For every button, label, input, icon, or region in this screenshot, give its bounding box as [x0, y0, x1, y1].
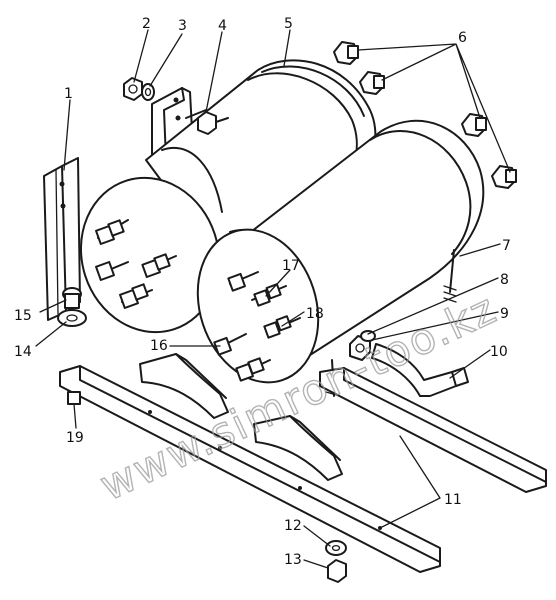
callout-16: 16 [150, 338, 168, 354]
callout-18: 18 [306, 306, 324, 322]
mounting-rail-front [59, 365, 441, 573]
fitting-rear-4 [119, 283, 153, 309]
washer-12 [325, 540, 347, 556]
front-tank-end-fittings [213, 271, 301, 382]
nut-8 [349, 335, 371, 361]
callout-10: 10 [490, 344, 508, 360]
fitting-rear-1 [95, 219, 129, 245]
fitting-front-18 [263, 315, 301, 339]
callout-11: 11 [444, 492, 462, 508]
nut-13 [327, 559, 347, 583]
fitting-rear-2 [95, 261, 129, 281]
fitting-front-1 [227, 271, 259, 292]
callout-labels: 1 2 3 4 5 6 7 8 9 10 11 12 13 14 15 16 1… [14, 16, 511, 568]
cradle-pad-left [139, 353, 229, 419]
bolt-15 [62, 287, 82, 309]
fitting-rear-3 [141, 253, 177, 278]
fitting-front-5 [235, 357, 271, 382]
plug-6c [461, 113, 487, 137]
plug-6d [491, 165, 517, 189]
fitting-front-16 [213, 333, 247, 356]
cradle-pad-10 [371, 343, 469, 397]
rear-bracket [151, 87, 207, 167]
drain-plugs-6 [333, 41, 517, 189]
callout-8: 8 [500, 272, 509, 288]
callout-13: 13 [284, 552, 302, 568]
callout-12: 12 [284, 518, 302, 534]
callout-7: 7 [502, 238, 511, 254]
mounting-rail-rear [319, 367, 547, 493]
nut-2 [123, 77, 143, 101]
cradle-pad-front [253, 415, 343, 481]
plug-6a [333, 41, 359, 65]
plug-6b [359, 71, 385, 95]
callout-17: 17 [282, 258, 300, 274]
callout-5: 5 [284, 16, 293, 32]
callout-9: 9 [500, 306, 509, 322]
washer-3 [141, 83, 155, 101]
leader-lines [35, 29, 511, 569]
callout-15: 15 [14, 308, 32, 324]
fitting-front-17 [251, 283, 287, 307]
callout-2: 2 [142, 16, 151, 32]
callout-4: 4 [218, 18, 227, 34]
washer-9 [360, 330, 376, 342]
callout-14: 14 [14, 344, 32, 360]
callout-1: 1 [64, 86, 73, 102]
washer-14 [57, 309, 87, 327]
rear-tank-end-fittings [95, 219, 177, 309]
callout-19: 19 [66, 430, 84, 446]
clamp-strap-7 [443, 249, 457, 303]
callout-6: 6 [458, 30, 467, 46]
rail-foot-19 [67, 391, 81, 405]
callout-3: 3 [178, 18, 187, 34]
